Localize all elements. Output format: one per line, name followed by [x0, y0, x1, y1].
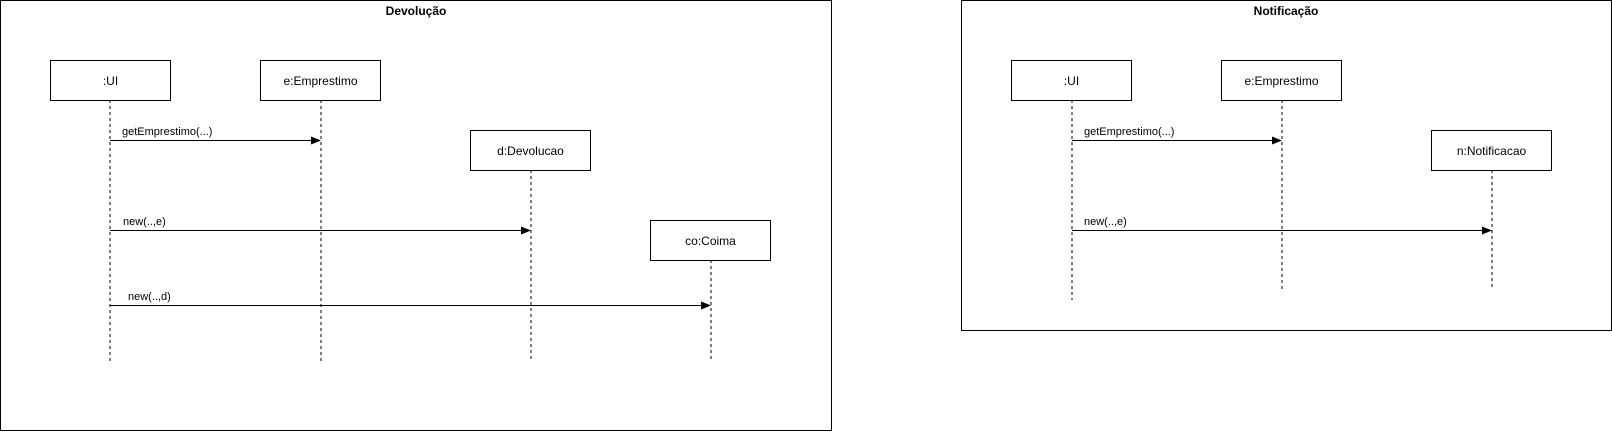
participant-coima[interactable]: co:Coima [650, 220, 771, 261]
message-get-emprestimo[interactable]: getEmprestimo(...) [110, 126, 321, 145]
message-label: new(..,e) [1084, 216, 1127, 228]
sequence-diagram-devolucao: Devolução :UI e:Emprestimo d:Devolucao c… [0, 0, 832, 431]
message-new-notificacao[interactable]: new(..,e) [1072, 216, 1492, 235]
participant-label: n:Notificacao [1457, 144, 1527, 158]
participant-label: e:Emprestimo [1244, 74, 1318, 88]
message-get-emprestimo[interactable]: getEmprestimo(...) [1072, 126, 1282, 145]
participant-label: co:Coima [685, 234, 736, 248]
participant-ui[interactable]: :UI [50, 60, 171, 101]
participant-emprestimo[interactable]: e:Emprestimo [1221, 60, 1342, 101]
message-label: new(..,e) [123, 216, 166, 228]
message-label: getEmprestimo(...) [1084, 126, 1174, 138]
diagram-frame [0, 0, 832, 431]
participant-label: d:Devolucao [497, 144, 564, 158]
participant-label: :UI [1064, 74, 1079, 88]
diagram-title: Notificação [1254, 4, 1319, 18]
participant-label: :UI [103, 74, 118, 88]
participant-ui[interactable]: :UI [1011, 60, 1132, 101]
diagram-title: Devolução [386, 4, 447, 18]
participant-devolucao[interactable]: d:Devolucao [470, 130, 591, 171]
participant-notificacao[interactable]: n:Notificacao [1431, 130, 1552, 171]
message-label: getEmprestimo(...) [122, 126, 212, 138]
message-label: new(..,d) [128, 291, 171, 303]
sequence-diagram-notificacao: Notificação :UI e:Emprestimo n:Notificac… [961, 0, 1612, 331]
message-new-devolucao[interactable]: new(..,e) [110, 216, 531, 235]
message-new-coima[interactable]: new(..,d) [110, 291, 711, 310]
participant-emprestimo[interactable]: e:Emprestimo [260, 60, 381, 101]
participant-label: e:Emprestimo [283, 74, 357, 88]
